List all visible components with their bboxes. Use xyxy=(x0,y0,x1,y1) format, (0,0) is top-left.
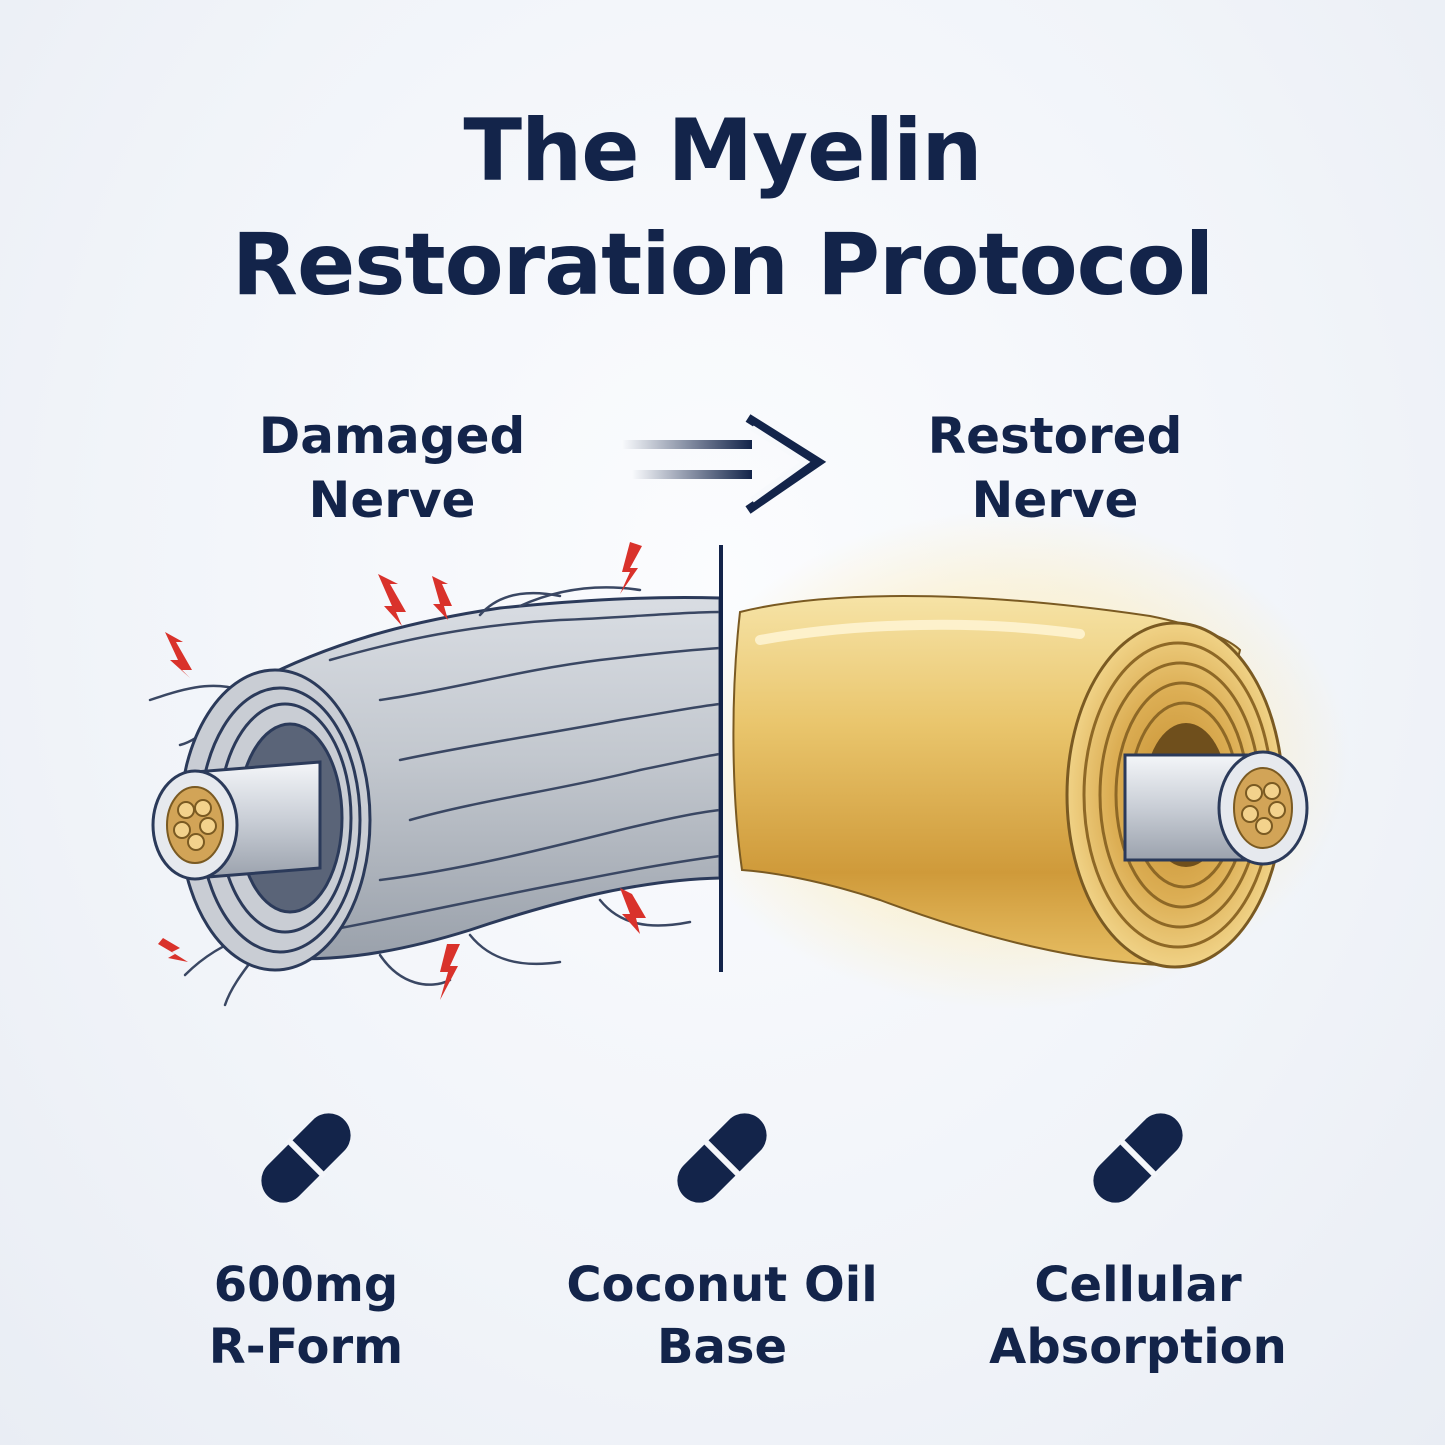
restored-label-line-1: Restored xyxy=(927,407,1183,465)
benefit-base: Coconut Oil Base xyxy=(512,1098,932,1378)
restored-nerve-label: Restored Nerve xyxy=(845,404,1265,532)
benefit-dosage: 600mg R-Form xyxy=(96,1098,516,1378)
damaged-label-line-2: Nerve xyxy=(308,471,476,529)
damaged-nerve-label: Damaged Nerve xyxy=(182,404,602,532)
title-line-1: The Myelin xyxy=(463,101,982,201)
damage-sparks xyxy=(158,542,646,1000)
spark-icon xyxy=(158,938,188,962)
restored-axon xyxy=(1123,750,1309,866)
spark-icon xyxy=(620,542,642,594)
transition-arrow-icon xyxy=(622,414,827,514)
spark-icon xyxy=(432,576,452,620)
capsule-icon xyxy=(1093,1113,1183,1203)
spark-icon xyxy=(440,944,460,1000)
damaged-axon xyxy=(151,760,322,881)
capsule-icon xyxy=(261,1113,351,1203)
damaged-label-line-1: Damaged xyxy=(258,407,526,465)
nerve-illustration xyxy=(148,414,1350,1010)
benefit-2-line-2: Base xyxy=(656,1319,788,1375)
benefit-3-line-2: Absorption xyxy=(989,1319,1287,1375)
capsule-icon xyxy=(677,1113,767,1203)
spark-icon xyxy=(165,632,192,678)
spark-icon xyxy=(378,574,406,626)
title-line-2: Restoration Protocol xyxy=(231,215,1214,315)
benefit-2-line-1: Coconut Oil xyxy=(566,1257,878,1313)
benefit-1-line-1: 600mg xyxy=(213,1257,399,1313)
spark-icon xyxy=(620,888,646,934)
benefit-absorption: Cellular Absorption xyxy=(928,1098,1348,1378)
benefit-3-line-1: Cellular xyxy=(1034,1257,1242,1313)
benefit-1-line-2: R-Form xyxy=(208,1319,404,1375)
